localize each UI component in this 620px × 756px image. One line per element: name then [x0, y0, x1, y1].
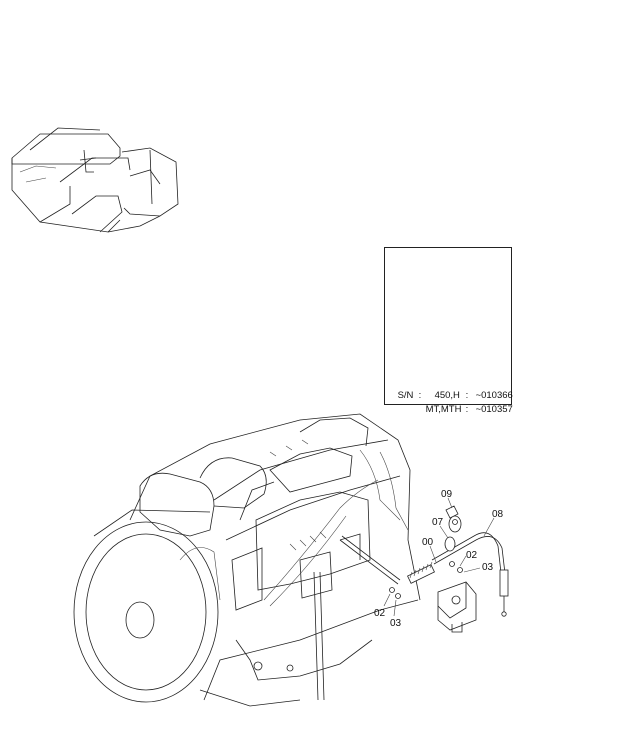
serial-row-1-value: ~010366 [465, 379, 513, 412]
callout-08: 08 [492, 509, 504, 520]
serial-row-2-sep: : [455, 393, 469, 426]
callout-02-left: 02 [374, 608, 386, 619]
serial-row-1-sep: : [455, 379, 469, 412]
callout-07: 07 [432, 517, 444, 528]
callout-03-right: 03 [482, 562, 494, 573]
serial-sep-1: : [465, 390, 469, 401]
throttle-cable-main [339, 497, 509, 633]
callout-03-left: 03 [390, 618, 402, 629]
serial-number-inset: S/N : 450,H : ~010366 MT,MTH : ~010357 [384, 247, 513, 415]
callout-09: 09 [441, 489, 453, 500]
serial-model-1: 450,H [434, 390, 460, 401]
serial-row-2-model: MT,MTH [415, 393, 462, 426]
engine-assembly-drawing [73, 413, 421, 707]
serial-value-1: ~010366 [475, 390, 513, 401]
serial-row-1-model: 450,H [424, 379, 460, 412]
machine-location-thumbnail [11, 127, 179, 233]
serial-sep-2: : [465, 404, 469, 415]
serial-value-2: ~010357 [475, 404, 513, 415]
serial-prefix: S/N : [397, 390, 422, 401]
serial-model-2: MT,MTH [425, 404, 462, 415]
callout-02-right: 02 [466, 550, 478, 561]
serial-row-2-value: ~010357 [465, 393, 513, 426]
serial-row-1: S/N : [387, 379, 422, 412]
callout-00-main: 00 [422, 537, 434, 548]
